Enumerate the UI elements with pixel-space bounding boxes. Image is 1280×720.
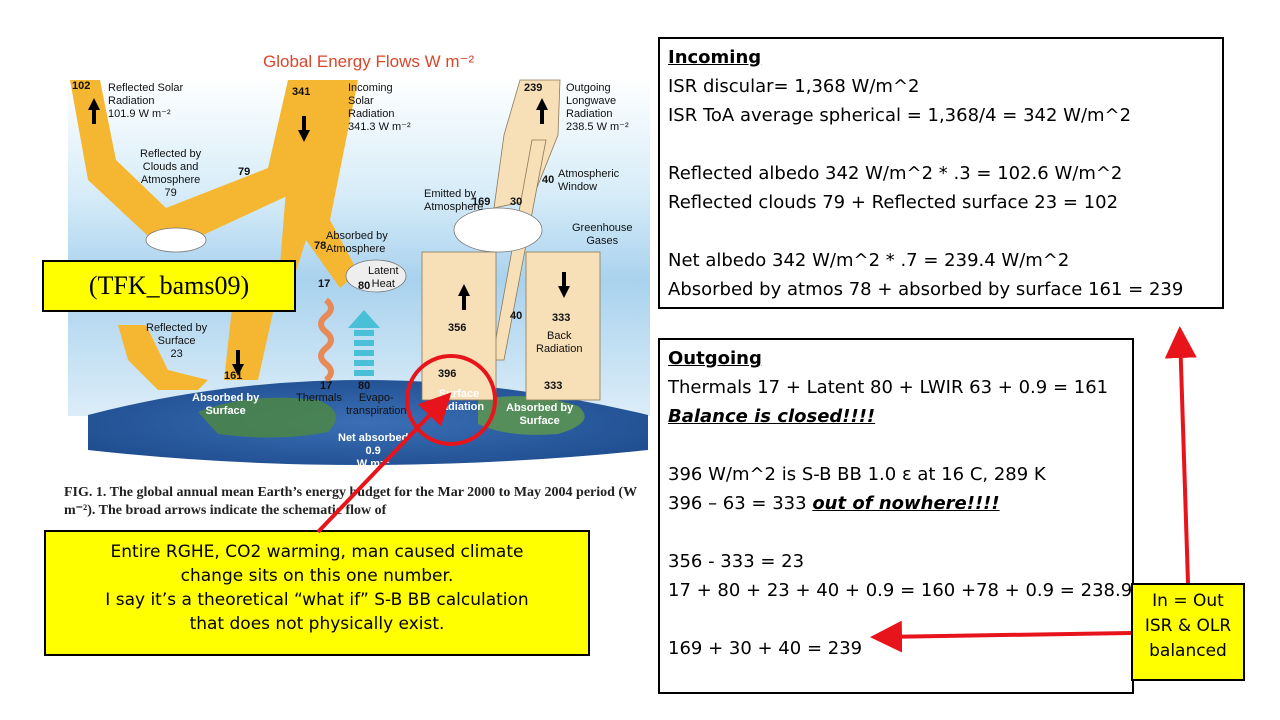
cloud	[145, 227, 207, 253]
value-341: 341	[292, 86, 311, 98]
back-radiation-label: Back Radiation	[536, 330, 583, 355]
flow-arrows	[88, 98, 570, 376]
value-161: 161	[224, 370, 243, 382]
net-absorbed-label: Net absorbed 0.9 W m⁻²	[338, 432, 409, 470]
callout-line: Entire RGHE, CO2 warming, man caused cli…	[110, 542, 524, 562]
outgoing-line: 356 - 333 = 23	[668, 551, 805, 572]
value-239: 239	[524, 82, 543, 94]
value-40: 40	[542, 174, 555, 186]
value-17b: 17	[320, 380, 333, 392]
reflected-surface-flow	[118, 325, 208, 390]
line4-prefix: 396 – 63 = 333	[668, 493, 813, 514]
value-17: 17	[318, 278, 331, 290]
callout-line: In = Out	[1152, 591, 1224, 611]
figure-caption: FIG. 1. The global annual mean Earth’s e…	[64, 485, 637, 518]
value-80: 80	[358, 280, 371, 292]
reflected-solar-label: Reflected Solar Radiation 101.9 W m⁻²	[108, 82, 184, 120]
incoming-line: Absorbed by atmos 78 + absorbed by surfa…	[668, 279, 1184, 300]
out-of-nowhere-text: out of nowhere!!!!	[812, 493, 1000, 514]
evapotranspiration-stack	[348, 310, 380, 376]
cloud	[345, 259, 407, 293]
absorbed-atmos-label: Absorbed by Atmosphere	[326, 230, 388, 255]
incoming-line: Reflected clouds 79 + Reflected surface …	[668, 192, 1119, 213]
value-102: 102	[72, 80, 91, 92]
value-40b: 40	[510, 310, 523, 322]
thermals-squiggle	[318, 297, 334, 383]
outgoing-line: 169 + 30 + 40 = 239	[668, 638, 863, 659]
incoming-line: ISR ToA average spherical = 1,368/4 = 34…	[668, 105, 1132, 126]
reflected-surface-label: Reflected by Surface 23	[146, 322, 208, 360]
outgoing-panel: Outgoing Thermals 17 + Latent 80 + LWIR …	[658, 338, 1134, 694]
absorbed-surface-right-label: Absorbed by Surface	[506, 402, 574, 427]
incoming-solar-flow	[278, 80, 358, 290]
figure-title: Global Energy Flows W m⁻²	[263, 52, 475, 71]
incoming-solar-label: Incoming Solar Radiation 341.3 W m⁻²	[348, 82, 411, 133]
absorbed-surface-left-label: Absorbed by Surface	[192, 392, 260, 417]
cloud	[453, 207, 543, 253]
callout-line: change sits on this one number.	[180, 566, 454, 586]
incoming-panel: Incoming ISR discular= 1,368 W/m^2 ISR T…	[658, 37, 1224, 309]
callout-line: balanced	[1149, 641, 1227, 661]
reflected-clouds-label: Reflected by Clouds and Atmosphere 79	[140, 148, 202, 199]
outgoing-title: Outgoing	[668, 348, 762, 369]
outgoing-line: Thermals 17 + Latent 80 + LWIR 63 + 0.9 …	[668, 377, 1109, 398]
incoming-line: Net albedo 342 W/m^2 * .7 = 239.4 W/m^2	[668, 250, 1070, 271]
value-78: 78	[314, 240, 327, 252]
value-333b: 333	[544, 380, 563, 392]
energy-flow-diagram	[68, 76, 650, 465]
land-mass	[198, 397, 336, 438]
value-396: 396	[438, 368, 457, 380]
callout-line: I say it’s a theoretical “what if” S-B B…	[105, 590, 529, 610]
atmos-window-label: Atmospheric Window	[558, 168, 620, 193]
incoming-line: Reflected albedo 342 W/m^2 * .3 = 102.6 …	[668, 163, 1123, 184]
reflected-solar-flow	[70, 80, 320, 242]
atmospheric-window-flow	[491, 139, 547, 361]
value-79: 79	[238, 166, 251, 178]
outgoing-line: 17 + 80 + 23 + 40 + 0.9 = 160 +78 + 0.9 …	[668, 580, 1133, 601]
incoming-line: ISR discular= 1,368 W/m^2	[668, 76, 920, 97]
source-callout: (TFK_bams09)	[42, 260, 296, 312]
value-333: 333	[552, 312, 571, 324]
value-356: 356	[448, 322, 467, 334]
land-mass	[478, 396, 585, 435]
outgoing-longwave-label: Outgoing Longwave Radiation 238.5 W m⁻²	[566, 82, 629, 133]
greenhouse-label: Greenhouse Gases	[572, 222, 633, 247]
value-30: 30	[510, 196, 523, 208]
surface-radiation-label: Surface Radiation	[434, 388, 485, 413]
outgoing-line: 396 – 63 = 333 out of nowhere!!!!	[668, 489, 1124, 518]
value-169: 169	[472, 196, 491, 208]
balance-closed-text: Balance is closed!!!!	[668, 406, 876, 427]
callout-line: ISR & OLR	[1144, 616, 1232, 636]
latent-heat-label: Latent Heat	[368, 265, 399, 290]
evapo-label: Evapo- transpiration	[346, 392, 407, 417]
energy-budget-figure: Global Energy Flows W m⁻² Reflected Sola…	[58, 40, 658, 530]
emitted-atmos-label: Emitted by Atmosphere	[424, 188, 484, 213]
outgoing-line: 396 W/m^2 is S-B BB 1.0 ε at 16 C, 289 K	[668, 464, 1046, 485]
incoming-title: Incoming	[668, 47, 762, 68]
callout-line: that does not physically exist.	[189, 614, 445, 634]
surface-radiation-column	[421, 251, 497, 401]
rghe-callout: Entire RGHE, CO2 warming, man caused cli…	[44, 530, 590, 656]
value-80b: 80	[358, 380, 371, 392]
in-out-callout: In = Out ISR & OLR balanced	[1131, 583, 1245, 681]
arrow-to-incoming	[1164, 326, 1197, 584]
thermals-label: Thermals	[296, 392, 342, 404]
